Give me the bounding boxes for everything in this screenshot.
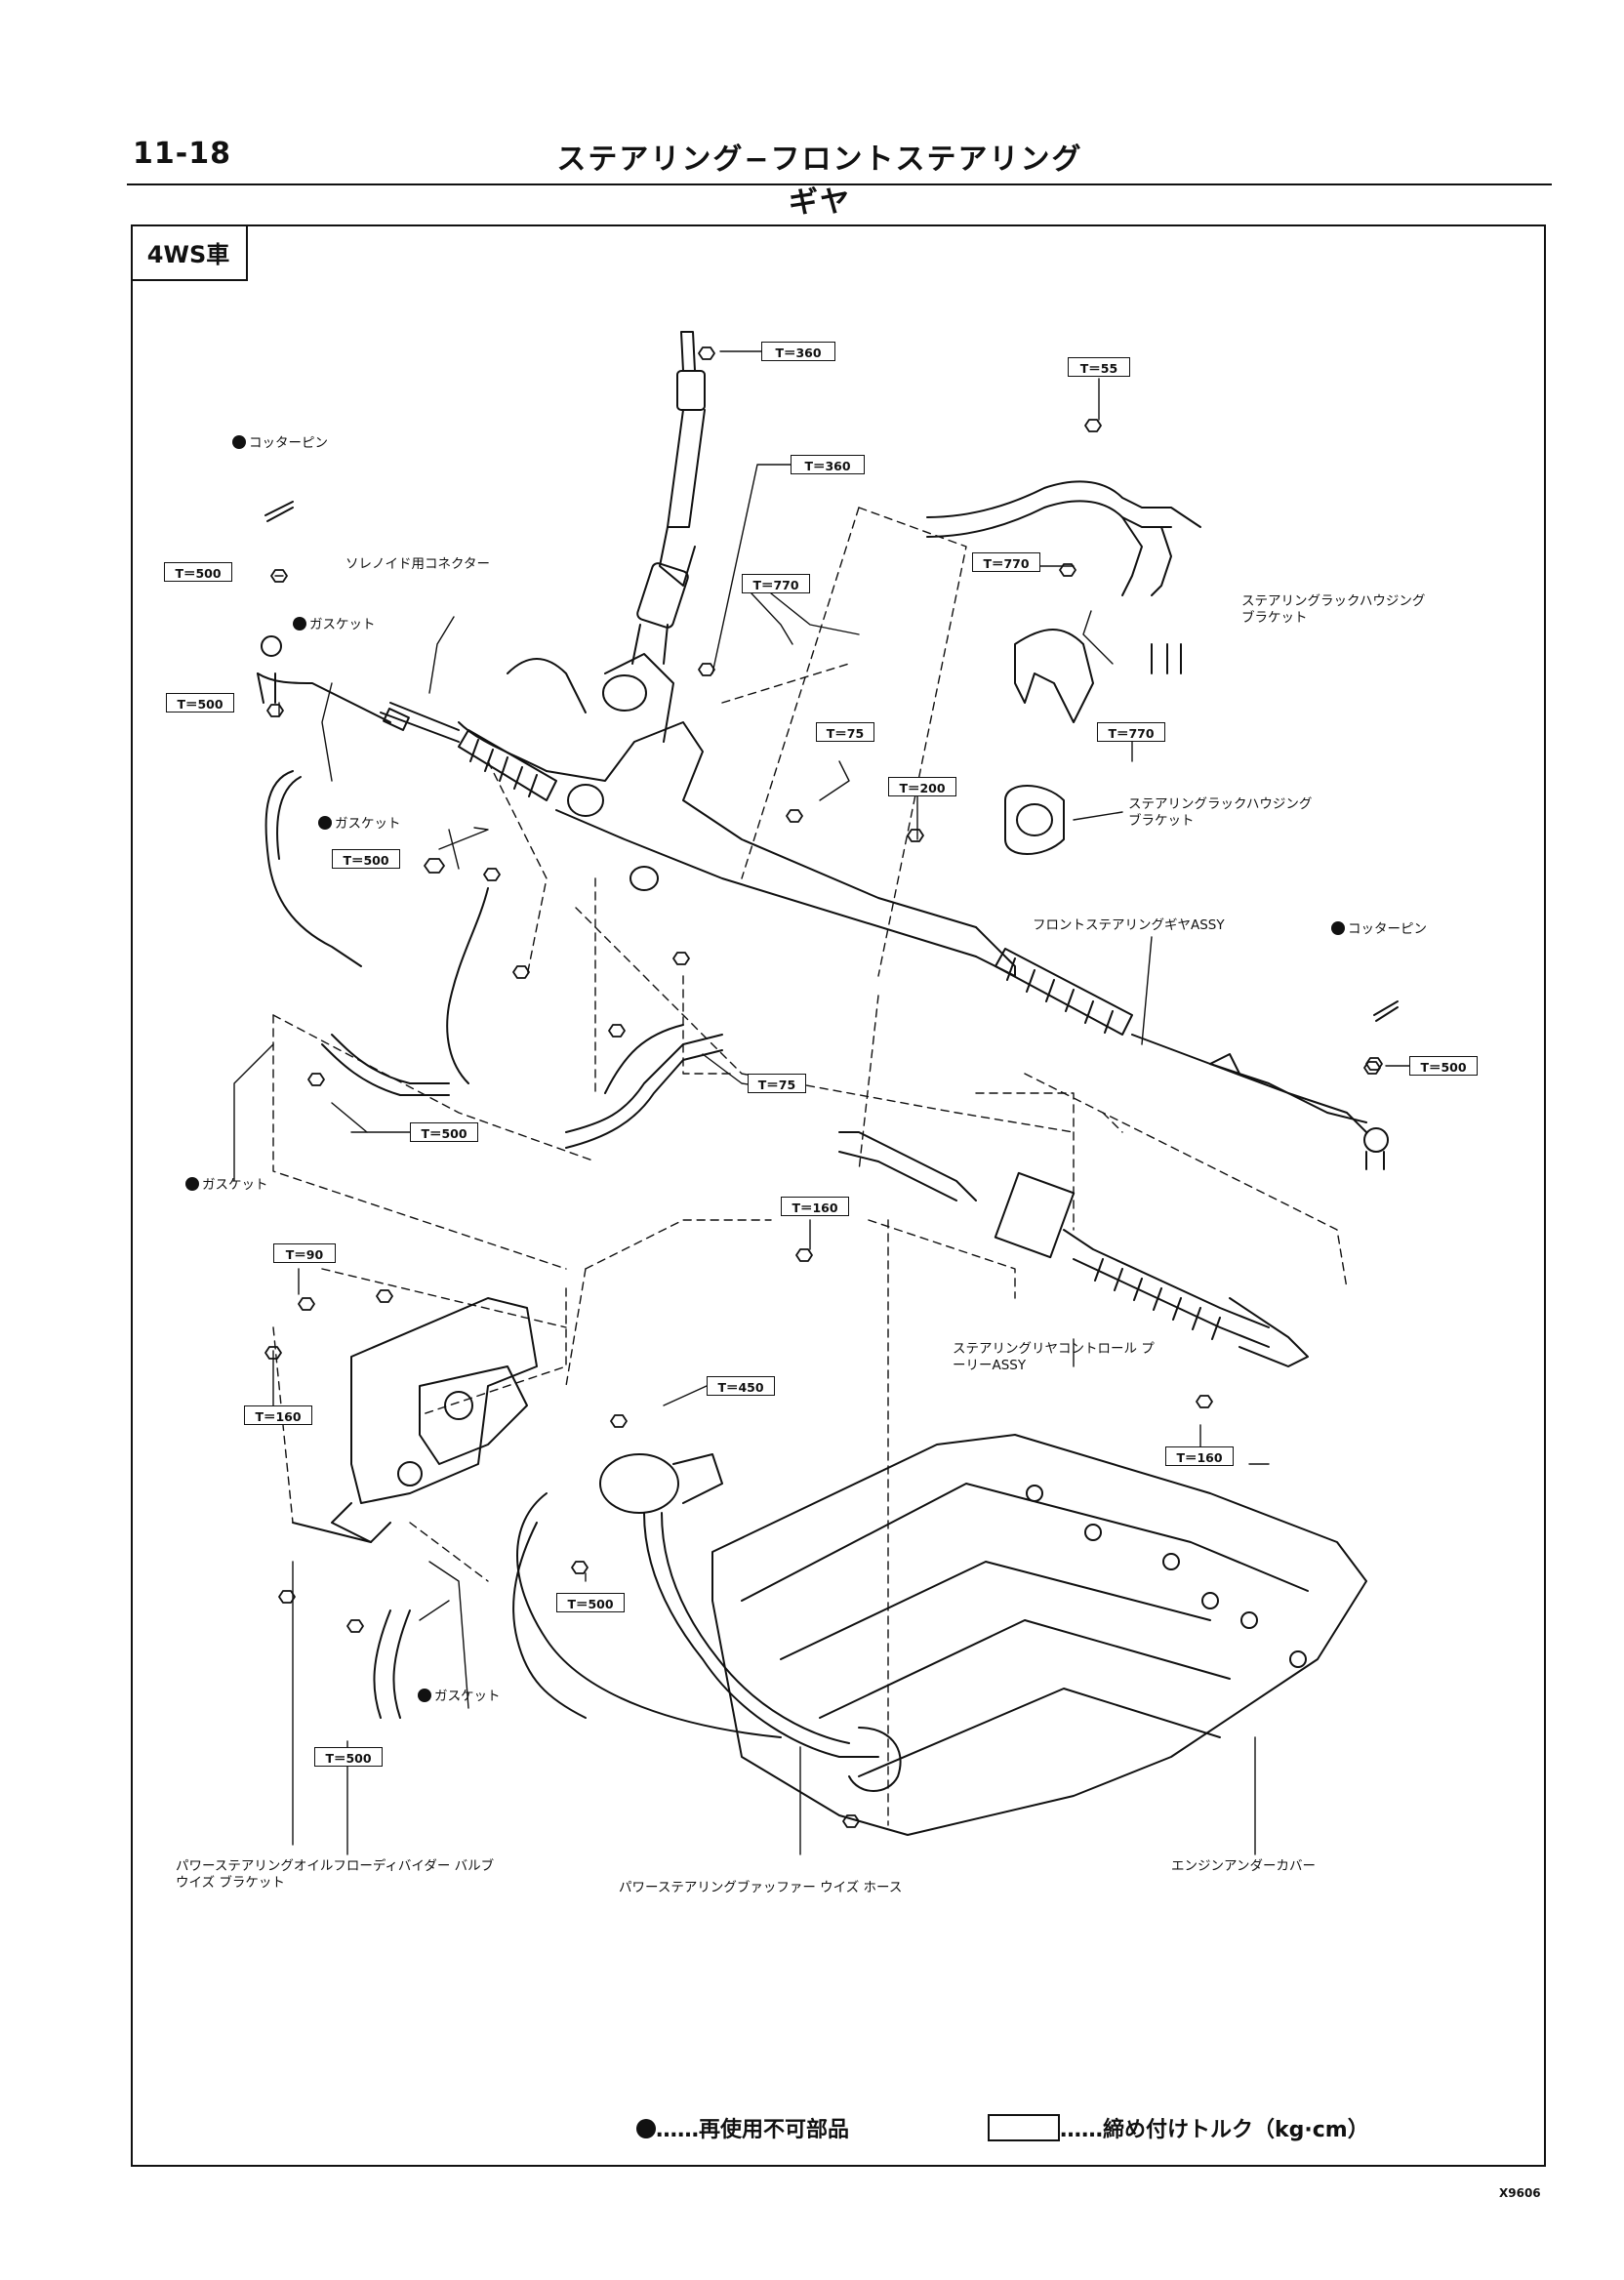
lower-return-hose — [373, 1522, 587, 1719]
legend-non-reusable: ……再使用不可部品 — [636, 2112, 849, 2143]
buffer-with-hose — [516, 1453, 902, 1792]
label-front-gear-assy: フロントステアリングギヤASSY — [1033, 917, 1225, 933]
torque-box: T＝200 — [888, 777, 956, 796]
rack-housing-bushing — [1004, 785, 1065, 855]
leader-lines — [233, 350, 1410, 1855]
torque-box: T＝500 — [1409, 1056, 1478, 1076]
right-tie-rod-end — [1209, 1063, 1389, 1170]
cotter-pin-right-drawing — [1373, 1000, 1399, 1022]
label-gasket-upper: ガスケット — [293, 617, 376, 633]
left-tie-rod-end — [257, 635, 410, 731]
legend-torque: ……締め付けトルク（kg·cm） — [988, 2112, 1369, 2143]
figure-code: X9606 — [1499, 2186, 1541, 2200]
label-gasket-lower-left: ガスケット — [185, 1177, 268, 1194]
torque-box: T＝160 — [1165, 1446, 1234, 1466]
non-reusable-mark — [318, 816, 332, 830]
pressure-hose-left — [264, 770, 489, 1096]
assembly-dashed-lines — [272, 507, 1348, 1826]
torque-box-symbol — [988, 2114, 1060, 2141]
cotter-pin-left-drawing — [264, 501, 294, 522]
return-pipes — [565, 1024, 723, 1149]
label-flow-divider-valve: パワーステアリングオイルフローディバイダー バルブ ウイズ ブラケット — [176, 1858, 495, 1891]
torque-box: T＝360 — [761, 342, 835, 361]
label-gasket-middle: ガスケット — [318, 816, 401, 833]
torque-box: T＝770 — [1097, 722, 1165, 742]
fasteners — [264, 346, 1383, 1828]
non-reusable-mark — [1331, 921, 1345, 935]
label-engine-under-cover: エンジンアンダーカバー — [1171, 1858, 1316, 1874]
torque-box: T＝500 — [164, 562, 232, 582]
torque-box: T＝500 — [166, 693, 234, 712]
torque-box: T＝770 — [972, 552, 1040, 572]
torque-box: T＝160 — [244, 1405, 312, 1425]
torque-box: T＝160 — [781, 1197, 849, 1216]
label-rack-housing-bracket-2: ステアリングラックハウジング ブラケット — [1128, 796, 1313, 829]
torque-box: T＝500 — [314, 1747, 383, 1767]
torque-box: T＝450 — [707, 1376, 775, 1396]
pressure-tubes-upper-right — [926, 480, 1201, 596]
torque-box: T＝75 — [748, 1074, 806, 1093]
page-number: 11-18 — [133, 137, 231, 171]
torque-box: T＝55 — [1068, 357, 1130, 377]
non-reusable-mark — [185, 1177, 199, 1191]
front-steering-gear — [380, 653, 1367, 1123]
label-rear-control-pulley: ステアリングリヤコントロール プーリーASSY — [953, 1341, 1155, 1373]
steering-intermediate-shaft — [631, 331, 706, 665]
torque-box: T＝500 — [556, 1593, 625, 1612]
torque-box: T＝500 — [410, 1122, 478, 1142]
torque-box: T＝770 — [742, 574, 810, 593]
non-reusable-mark — [232, 435, 246, 449]
left-boot — [458, 729, 557, 801]
label-gasket-bottom: ガスケット — [418, 1689, 501, 1705]
torque-box: T＝360 — [791, 455, 865, 474]
label-cotter-pin-left: コッターピン — [232, 435, 328, 452]
variant-label: 4WS車 — [131, 224, 248, 281]
torque-box: T＝90 — [273, 1243, 336, 1263]
right-boot — [995, 948, 1133, 1036]
page-title: ステアリング−フロントステアリングギヤ — [556, 142, 1083, 220]
header-rule — [127, 183, 1552, 185]
non-reusable-mark — [418, 1689, 431, 1702]
torque-box: T＝500 — [332, 849, 400, 869]
non-reusable-symbol — [636, 2119, 656, 2138]
label-buffer-hose: パワーステアリングブァッファー ウイズ ホース — [619, 1880, 903, 1895]
engine-under-cover — [711, 1434, 1367, 1836]
rear-control-pulley-assembly — [838, 1131, 1309, 1367]
label-solenoid-connector: ソレノイド用コネクター — [345, 556, 490, 572]
torque-box: T＝75 — [816, 722, 874, 742]
non-reusable-mark — [293, 617, 306, 631]
label-cotter-pin-right: コッターピン — [1331, 921, 1427, 938]
diagram-frame — [131, 224, 1546, 2167]
flow-divider-valve — [292, 1297, 538, 1543]
rack-housing-bracket — [1014, 629, 1182, 723]
label-rack-housing-bracket-1: ステアリングラックハウジング ブラケット — [1241, 593, 1426, 626]
